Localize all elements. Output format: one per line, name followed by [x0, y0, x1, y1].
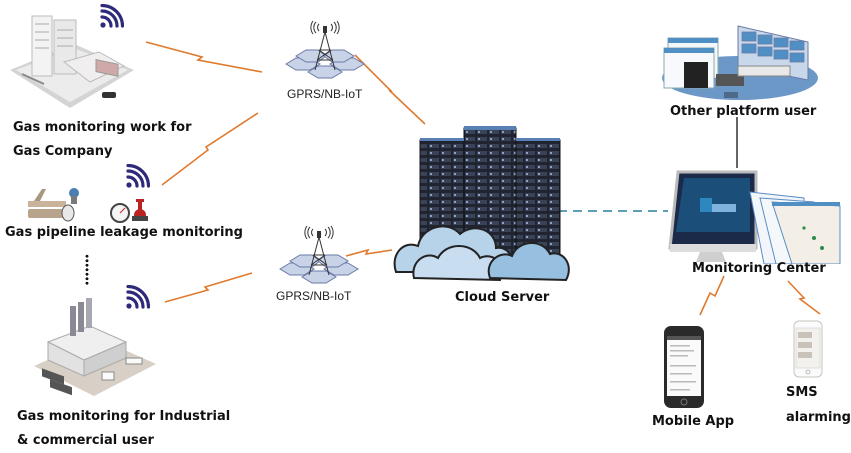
more-sources-ellipsis — [84, 254, 90, 286]
cell-tower-icon-bottom — [279, 225, 359, 284]
label-gas-company-line1: Gas monitoring work for — [13, 120, 192, 135]
label-gateway-bottom: GPRS/NB-IoT — [276, 289, 352, 303]
link-gas-company-to-gateway-top — [145, 41, 263, 73]
factory-icon — [34, 298, 156, 396]
source-gas-company — [4, 4, 154, 116]
wifi-icon-gas-company — [100, 4, 124, 28]
label-industrial-line2: & commercial user — [17, 433, 154, 448]
label-mobile-app: Mobile App — [652, 414, 735, 429]
label-cloud-server: Cloud Server — [455, 290, 550, 305]
label-industrial-line1: Gas monitoring for Industrial — [17, 409, 231, 424]
link-center-to-sms — [787, 280, 821, 315]
link-gateway-bottom-to-server — [345, 248, 393, 257]
wifi-icon-industrial — [126, 285, 150, 309]
link-center-to-mobile — [699, 275, 725, 316]
label-pipeline: Gas pipeline leakage monitoring — [5, 225, 243, 240]
smartphone-icon — [664, 326, 704, 408]
pipeline-sensors-icon — [28, 188, 148, 223]
city-buildings-icon — [10, 15, 134, 108]
label-gas-company-line2: Gas Company — [13, 144, 113, 159]
label-monitoring-center: Monitoring Center — [692, 261, 826, 276]
link-gateway-top-to-server — [354, 54, 426, 125]
cell-tower-icon-top — [285, 20, 365, 79]
label-sms-line1: SMS — [786, 385, 818, 400]
label-other-platform: Other platform user — [670, 104, 817, 119]
monitor-desktop-icon — [668, 170, 841, 264]
cloud-server-racks-icon — [393, 126, 570, 282]
sms-phone-icon — [793, 320, 823, 378]
link-industrial-to-gateway-bottom — [164, 272, 253, 303]
link-pipeline-to-gateway-top — [161, 112, 259, 186]
control-room-icon — [662, 25, 818, 100]
label-gateway-top: GPRS/NB-IoT — [287, 87, 363, 101]
label-sms-line2: alarming — [786, 410, 851, 425]
wifi-icon-pipeline — [126, 164, 150, 188]
